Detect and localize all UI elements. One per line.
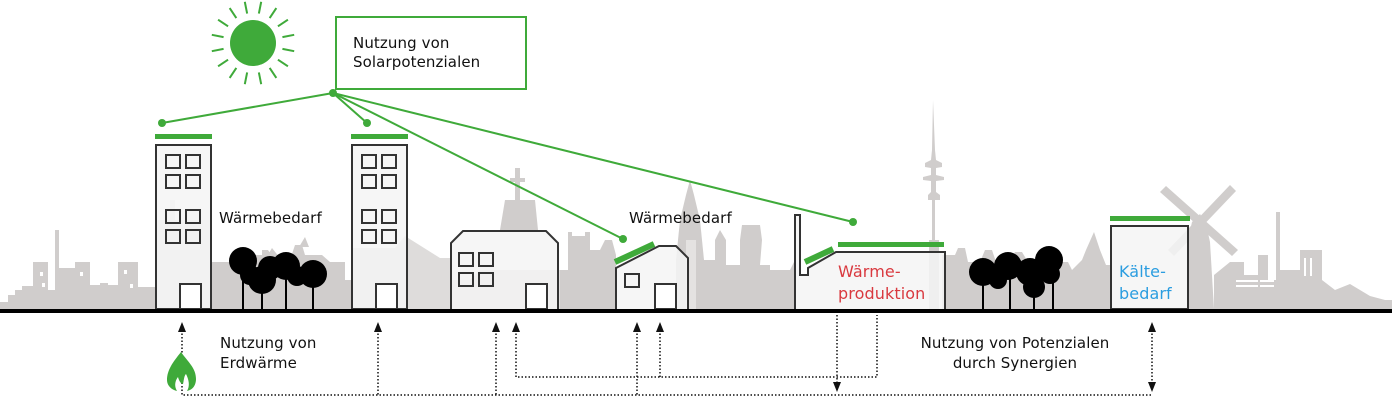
geothermal-label-line2: Erdwärme	[220, 354, 297, 372]
connector-dot	[158, 119, 166, 127]
trees-right	[969, 246, 1063, 309]
windows	[165, 154, 201, 244]
connector-dots	[158, 89, 857, 243]
connector-dot	[619, 235, 627, 243]
sun-ray	[228, 7, 238, 19]
door	[179, 283, 202, 310]
sun-ray	[243, 1, 249, 14]
arrow-up-icon	[512, 322, 520, 332]
sun-ray	[282, 47, 295, 53]
solar-panel	[613, 241, 656, 265]
door	[375, 283, 398, 310]
door	[654, 283, 677, 310]
small-house	[613, 241, 689, 310]
sun-ray	[211, 33, 224, 39]
arrow-down-icon	[1148, 382, 1156, 392]
wide-house	[450, 230, 559, 310]
apartment-building-1	[155, 134, 212, 310]
heat-demand-label-left: Wärmebedarf	[219, 209, 322, 227]
cooling-building	[1110, 216, 1190, 310]
connector-dot	[849, 218, 857, 226]
sun-ray	[282, 33, 295, 39]
sun-ray	[228, 67, 238, 79]
connector-building-1	[161, 92, 334, 124]
synergy-label-line1: Nutzung von Potenzialen	[920, 334, 1110, 352]
cold-demand-label-line2: bedarf	[1119, 284, 1172, 303]
arrow-down-icon	[833, 382, 841, 392]
solar-panel	[1110, 216, 1190, 221]
geothermal-label-line1: Nutzung von	[220, 334, 317, 352]
window	[624, 273, 640, 288]
connector-small-house	[332, 92, 624, 240]
connector-building-2	[332, 92, 368, 124]
sun-ray	[257, 72, 263, 85]
sun-icon	[211, 1, 295, 85]
solar-connectors	[161, 92, 854, 240]
heat-production-plant	[794, 214, 946, 309]
solar-panel	[155, 134, 212, 139]
arrow-up-icon	[656, 322, 664, 332]
cold-demand-label-line1: Kälte-	[1119, 262, 1166, 281]
solar-panel	[351, 134, 408, 139]
flame-icon	[167, 352, 196, 391]
synergy-network	[181, 315, 1153, 396]
sun-ray	[243, 72, 249, 85]
sun-ray	[217, 58, 229, 68]
trees-left	[229, 247, 327, 309]
heat-production-label-line1: Wärme-	[838, 262, 901, 281]
geothermal-line	[181, 330, 1152, 396]
factory-windows	[40, 258, 1312, 288]
windows	[458, 252, 494, 287]
solar-callout-line2: Solarpotenzialen	[353, 53, 481, 71]
arrow-up-icon	[374, 322, 382, 332]
arrow-up-icon	[633, 322, 641, 332]
heat-production-label-line2: produktion	[838, 284, 926, 303]
connector-dot	[363, 119, 371, 127]
heat-loop-line	[515, 315, 878, 378]
windows	[361, 154, 397, 244]
solar-callout-box: Nutzung von Solarpotenzialen	[335, 16, 527, 90]
solar-callout-line1: Nutzung von	[353, 34, 450, 52]
heat-demand-label-middle: Wärmebedarf	[629, 209, 732, 227]
sun-ray	[257, 1, 263, 14]
arrow-up-icon	[1148, 322, 1156, 332]
connector-heat-plant	[332, 92, 854, 223]
synergy-label-line2: durch Synergien	[952, 354, 1078, 372]
sun-ray	[211, 47, 224, 53]
sun-ray	[277, 18, 289, 28]
arrow-up-icon	[492, 322, 500, 332]
door	[525, 283, 548, 310]
sun-ray	[268, 67, 278, 79]
connector-hub-dot	[329, 89, 337, 97]
solar-panel-slanted	[803, 246, 835, 265]
sun-ray	[268, 7, 278, 19]
ground-line	[0, 309, 1392, 313]
sun-ray	[217, 18, 229, 28]
solar-panel	[838, 242, 944, 247]
apartment-building-2	[351, 134, 408, 310]
arrow-up-icon	[178, 322, 186, 332]
arrowheads	[178, 322, 1156, 392]
sun-ray	[277, 58, 289, 68]
